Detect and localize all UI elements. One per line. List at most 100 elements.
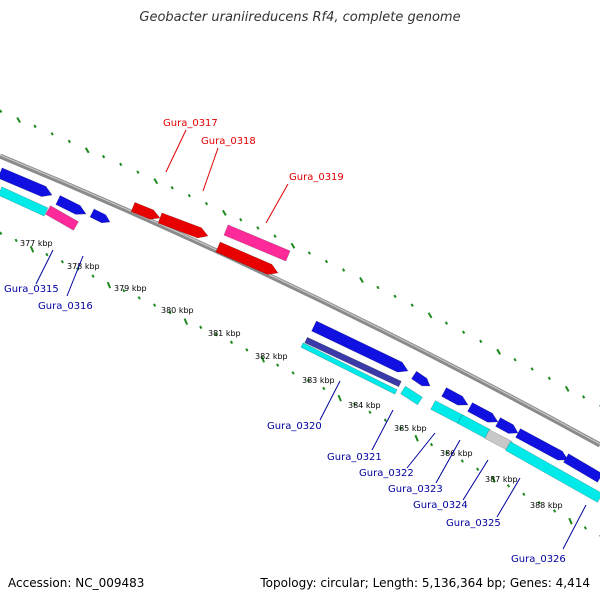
- gc-dot: [547, 376, 551, 381]
- gc-dot: [537, 500, 541, 505]
- gene-label-leader: [371, 409, 394, 451]
- gene-label-leader: [462, 459, 489, 501]
- gc-dot: [152, 303, 157, 307]
- gc-dot: [427, 312, 433, 319]
- gc-dot: [14, 238, 18, 243]
- gene-label-leader: [406, 432, 436, 469]
- gene-label-reverse: Gura_0322: [359, 468, 414, 479]
- gc-dot: [16, 117, 22, 124]
- genome-backbone-highlight: [0, 154, 600, 445]
- gc-dot: [183, 318, 189, 326]
- gene-blue-0322: [441, 387, 469, 406]
- gc-dot: [67, 139, 71, 144]
- gene-blue-0324: [495, 417, 519, 434]
- gene-cyan-0314b: [0, 186, 49, 217]
- gc-dot: [564, 385, 570, 392]
- kbp-tick-label: 379 kbp: [114, 284, 147, 293]
- gene-cyan-0320c: [300, 342, 398, 395]
- kbp-tick-label: 386 kbp: [440, 449, 473, 458]
- topology-stats-text: Topology: circular; Length: 5,136,364 bp…: [260, 576, 590, 590]
- gc-dot: [376, 285, 380, 290]
- gene-label-leader: [435, 439, 461, 484]
- gc-dot: [199, 325, 203, 330]
- gc-content-track: [0, 109, 600, 537]
- gc-dot: [530, 367, 534, 371]
- gc-dot: [221, 209, 227, 216]
- gc-dot: [290, 242, 296, 249]
- gene-blue-0320: [311, 320, 409, 373]
- gene-label-reverse: Gura_0325: [446, 518, 501, 529]
- gc-dot: [245, 348, 249, 352]
- gc-dot: [0, 109, 3, 114]
- gene-blue-0316b: [89, 208, 111, 224]
- gene-label-reverse: Gura_0321: [327, 452, 382, 463]
- gc-dot: [444, 321, 449, 325]
- gene-label-reverse: Gura_0315: [4, 284, 59, 295]
- gene-blue-0325: [515, 428, 569, 461]
- gc-dot: [0, 231, 3, 236]
- gc-dot: [479, 339, 483, 344]
- gc-dot: [399, 426, 403, 431]
- gc-dot: [214, 333, 218, 337]
- gc-dot: [307, 251, 311, 255]
- gc-dot: [229, 340, 234, 345]
- gc-dot: [393, 294, 397, 299]
- gene-label-reverse: Gura_0323: [388, 484, 443, 495]
- gc-dot: [352, 402, 357, 407]
- gc-dot: [273, 234, 277, 238]
- gc-dot: [101, 154, 106, 159]
- gene-label-forward: Gura_0318: [201, 136, 256, 147]
- gc-dot: [106, 281, 112, 289]
- gc-dot: [170, 185, 174, 190]
- gc-dot: [29, 245, 35, 253]
- gene-track: [0, 167, 600, 503]
- kbp-tick-label: 377 kbp: [20, 239, 53, 248]
- gc-dot: [136, 170, 140, 174]
- gene-navy-0320b: [304, 336, 402, 388]
- gc-dot: [506, 484, 511, 488]
- gene-label-leader: [35, 249, 54, 285]
- accession-text: Accession: NC_009483: [8, 576, 145, 590]
- gene-pink-0319: [223, 224, 291, 262]
- gene-red-0317: [130, 202, 161, 220]
- gene-red-0318: [157, 212, 209, 239]
- gene-label-leader: [319, 380, 341, 421]
- gene-cyan-0322b: [430, 400, 463, 424]
- gene-label-forward: Gura_0319: [289, 172, 344, 183]
- kbp-tick-label: 388 kbp: [530, 501, 563, 510]
- gc-dot: [276, 363, 280, 367]
- gc-dot: [187, 193, 191, 198]
- gc-dot: [341, 268, 346, 272]
- gene-gray-0324b: [484, 429, 513, 451]
- gc-dot: [460, 459, 464, 463]
- gc-dot: [414, 434, 419, 442]
- gc-dot: [153, 178, 159, 185]
- gc-dot: [324, 259, 329, 264]
- gc-dot: [50, 132, 54, 136]
- kbp-tick-label: 385 kbp: [394, 424, 427, 433]
- gene-label-reverse: Gura_0320: [267, 421, 322, 432]
- gene-label-forward: Gura_0317: [163, 118, 218, 129]
- gene-label-leader: [66, 255, 84, 297]
- gc-dot: [45, 252, 49, 257]
- gc-dot: [368, 410, 372, 414]
- kbp-tick-label: 380 kbp: [161, 306, 194, 315]
- gc-dot: [383, 418, 387, 423]
- gc-dot: [491, 475, 496, 483]
- gene-label-reverse: Gura_0316: [38, 301, 93, 312]
- gc-dot: [119, 162, 123, 167]
- gc-dot: [33, 124, 37, 129]
- gene-blue-0326: [563, 453, 600, 483]
- gc-dot: [583, 526, 587, 530]
- gc-dot: [359, 276, 364, 284]
- gc-dot: [306, 378, 311, 383]
- gene-cyan-0325b: [505, 441, 600, 503]
- gc-dot: [91, 274, 95, 278]
- gc-dot: [461, 330, 466, 335]
- map-title: Geobacter uraniireducens Rf4, complete g…: [139, 10, 461, 25]
- gc-dot: [513, 358, 517, 362]
- gc-dot: [239, 217, 243, 222]
- gene-blue-0321: [411, 370, 431, 387]
